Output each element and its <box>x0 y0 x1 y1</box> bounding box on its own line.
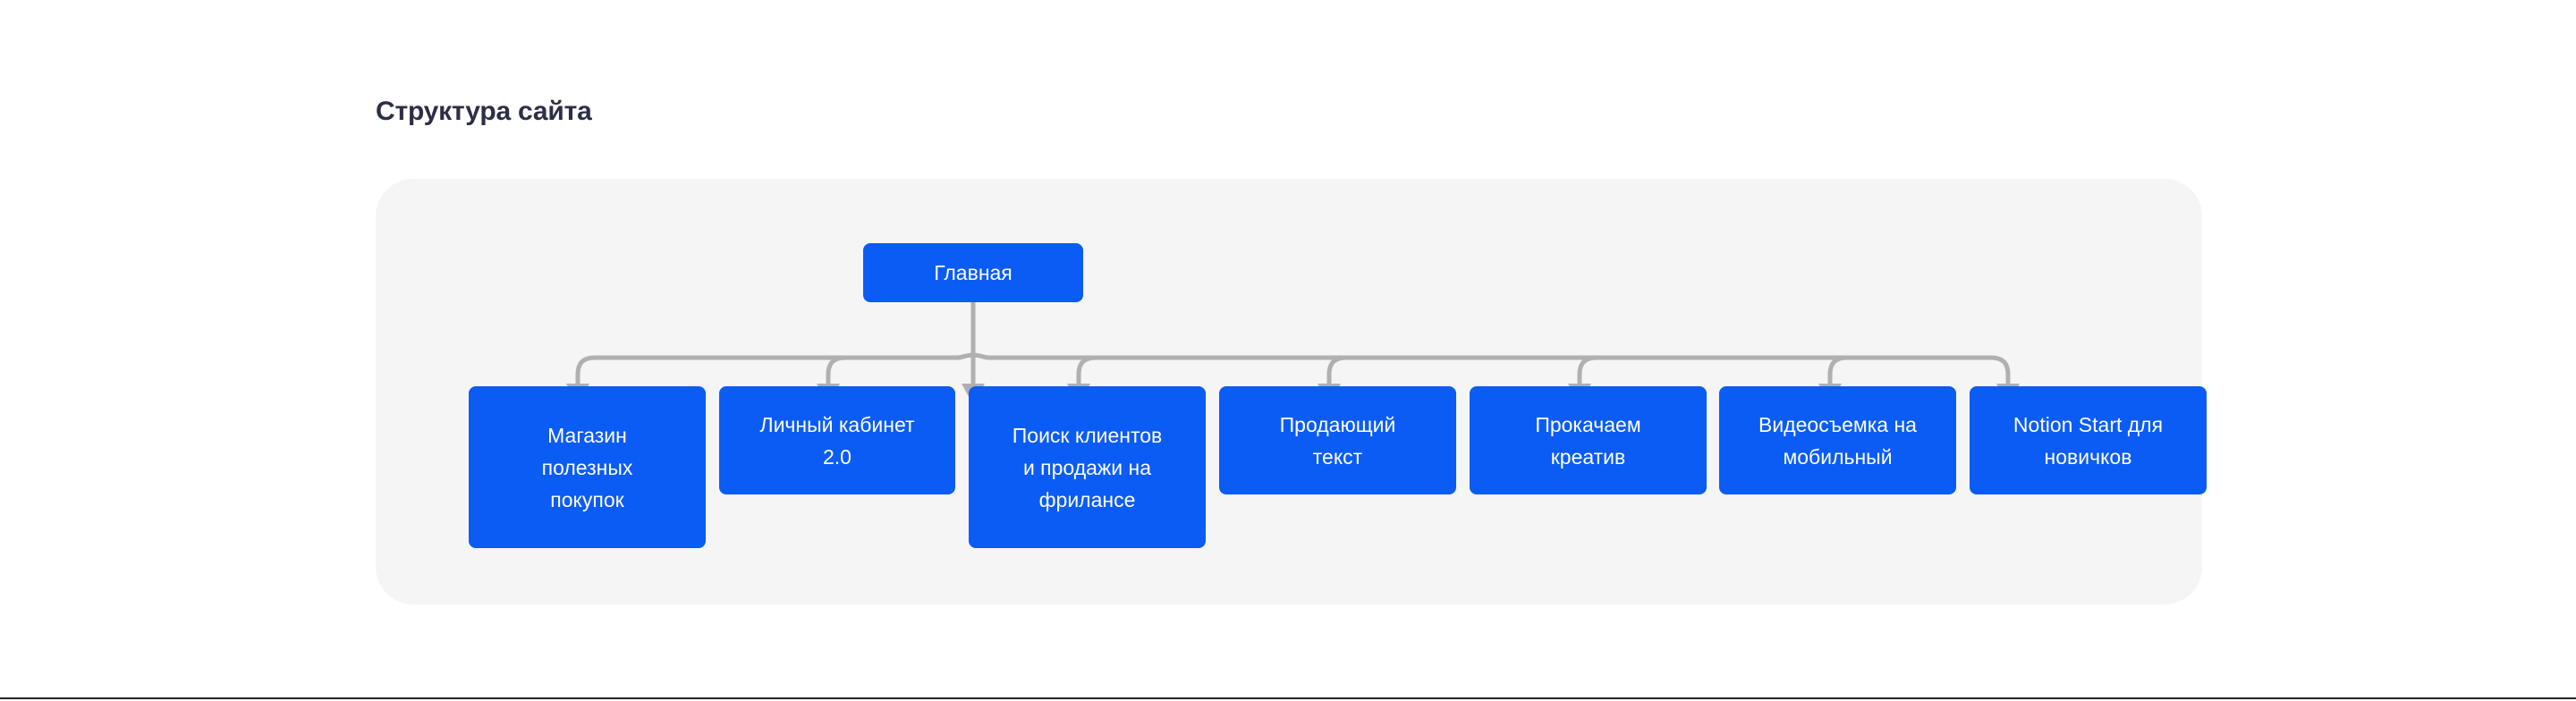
node-child-1[interactable]: Личный кабинет 2.0 <box>719 386 955 494</box>
page-title: Структура сайта <box>376 97 592 126</box>
node-child-2[interactable]: Поиск клиентов и продажи на фрилансе <box>969 386 1206 548</box>
node-child-4[interactable]: Прокачаем креатив <box>1470 386 1707 494</box>
bottom-divider <box>0 697 2576 699</box>
site-structure-panel: Главная Магазин полезных покупок Личный … <box>376 179 2207 604</box>
node-child-5[interactable]: Видеосъемка на мобильный <box>1719 386 1956 494</box>
node-root[interactable]: Главная <box>863 243 1083 302</box>
node-child-6[interactable]: Notion Start для новичков <box>1970 386 2207 494</box>
node-child-3[interactable]: Продающий текст <box>1219 386 1456 494</box>
node-child-0[interactable]: Магазин полезных покупок <box>469 386 706 548</box>
